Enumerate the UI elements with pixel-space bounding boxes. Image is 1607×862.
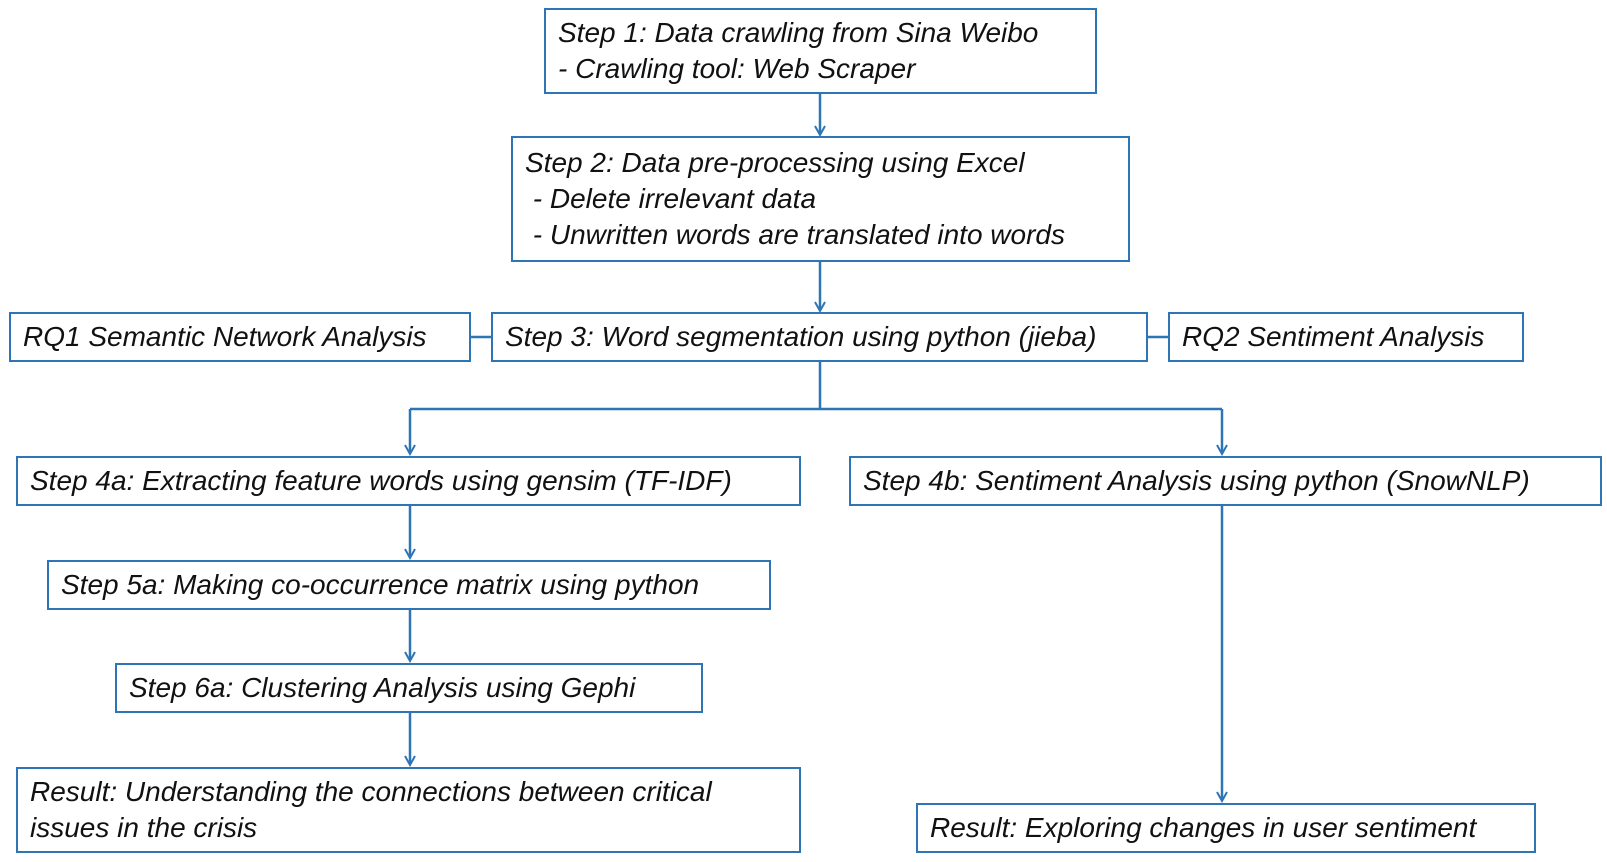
step2-detail-2: - Unwritten words are translated into wo… [525, 219, 1065, 250]
step6a-box: Step 6a: Clustering Analysis using Gephi [115, 663, 703, 713]
result-a-line2: issues in the crisis [30, 812, 258, 843]
step5a-box: Step 5a: Making co-occurrence matrix usi… [47, 560, 771, 610]
result-b-box: Result: Exploring changes in user sentim… [916, 803, 1536, 853]
step4b-label: Step 4b: Sentiment Analysis using python… [863, 465, 1530, 496]
result-a-line1: Result: Understanding the connections be… [30, 776, 712, 807]
step2-title: Step 2: Data pre-processing using Excel [525, 147, 1025, 178]
step3-label: Step 3: Word segmentation using python (… [505, 321, 1097, 352]
result-b-label: Result: Exploring changes in user sentim… [930, 812, 1477, 843]
rq1-label: RQ1 Semantic Network Analysis [23, 321, 427, 352]
step4b-box: Step 4b: Sentiment Analysis using python… [849, 456, 1602, 506]
step1-detail: - Crawling tool: Web Scraper [558, 53, 916, 84]
step5a-label: Step 5a: Making co-occurrence matrix usi… [61, 569, 700, 600]
step4a-box: Step 4a: Extracting feature words using … [16, 456, 801, 506]
step1-title: Step 1: Data crawling from Sina Weibo [558, 17, 1039, 48]
split-connector [410, 362, 1222, 411]
step1-box: Step 1: Data crawling from Sina Weibo - … [544, 8, 1097, 94]
rq2-label: RQ2 Sentiment Analysis [1182, 321, 1485, 352]
rq1-box: RQ1 Semantic Network Analysis [9, 312, 471, 362]
step3-box: Step 3: Word segmentation using python (… [491, 312, 1148, 362]
step4a-label: Step 4a: Extracting feature words using … [30, 465, 732, 496]
rq2-box: RQ2 Sentiment Analysis [1168, 312, 1524, 362]
result-a-box: Result: Understanding the connections be… [16, 767, 801, 853]
step6a-label: Step 6a: Clustering Analysis using Gephi [129, 672, 636, 703]
step2-box: Step 2: Data pre-processing using Excel … [511, 136, 1130, 262]
step2-detail-1: - Delete irrelevant data [525, 183, 817, 214]
